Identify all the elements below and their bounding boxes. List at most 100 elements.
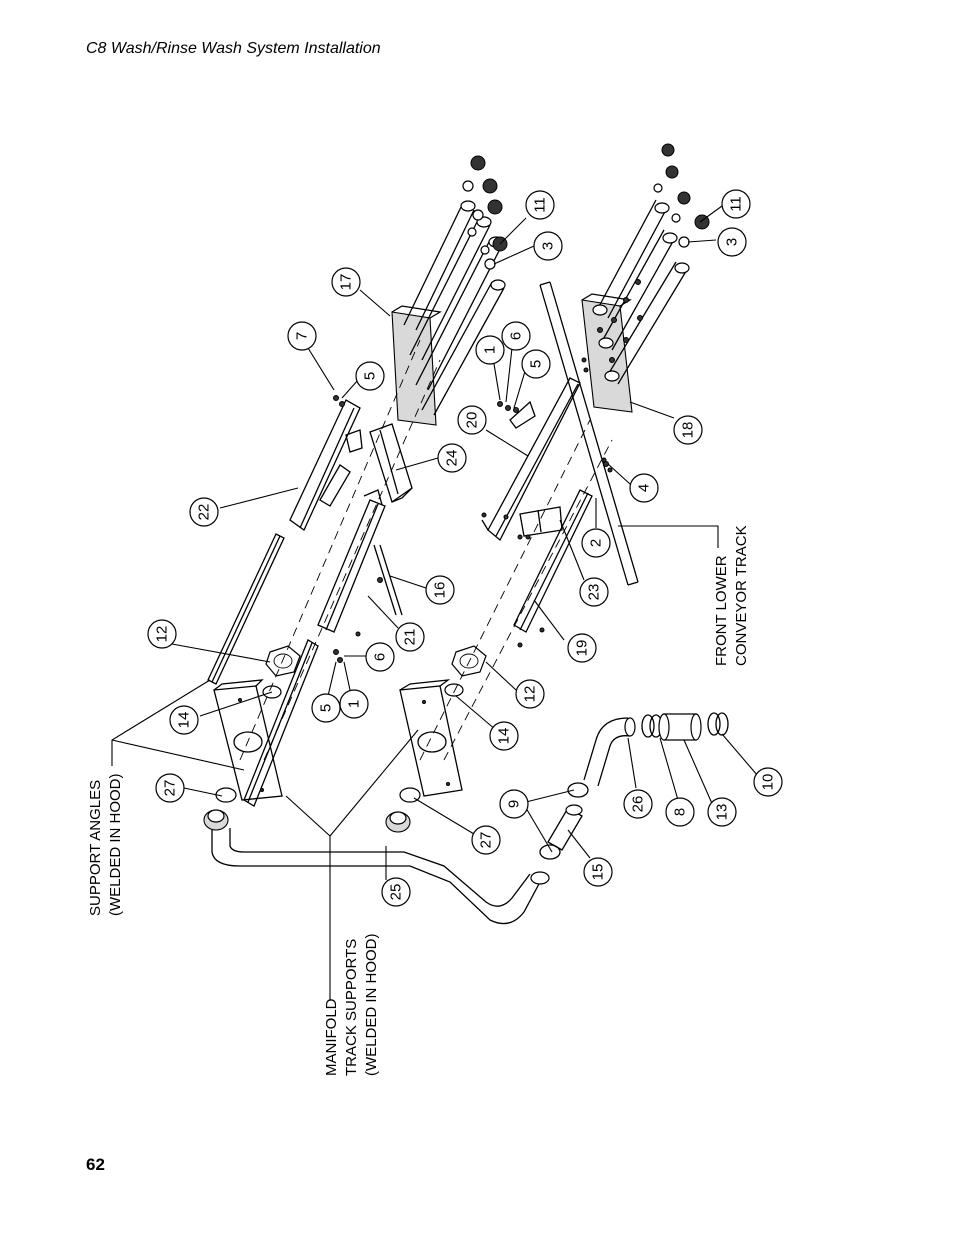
svg-text:FRONT LOWER: FRONT LOWER — [713, 555, 730, 666]
fasteners — [333, 395, 609, 663]
svg-text:14: 14 — [496, 728, 513, 745]
svg-text:13: 13 — [714, 804, 731, 821]
manifold-pipe-25 — [203, 809, 550, 925]
bracket-20 — [481, 377, 581, 542]
svg-text:(WELDED IN HOOD): (WELDED IN HOOD) — [107, 773, 124, 916]
svg-text:5: 5 — [528, 360, 545, 368]
svg-text:23: 23 — [586, 584, 603, 601]
callout-22: 22 — [189, 497, 219, 527]
svg-text:CONVEYOR TRACK: CONVEYOR TRACK — [733, 525, 750, 666]
svg-text:12: 12 — [154, 626, 171, 643]
bracket-22 — [289, 399, 363, 531]
svg-text:3: 3 — [540, 242, 557, 250]
svg-text:16: 16 — [432, 582, 449, 599]
callout-5-mid: 5 — [521, 349, 551, 379]
svg-text:1: 1 — [346, 700, 363, 708]
support-angles-label: SUPPORT ANGLES (WELDED IN HOOD) — [87, 773, 124, 916]
svg-text:18: 18 — [680, 422, 697, 439]
svg-text:5: 5 — [318, 704, 335, 712]
callout-11-upper: 11 — [525, 190, 555, 220]
rinse-nozzles — [597, 143, 710, 363]
clamp-9-lower — [539, 844, 561, 860]
callout-13: 13 — [707, 797, 737, 827]
callout-2: 2 — [581, 528, 611, 558]
callout-11-right: 11 — [721, 189, 751, 219]
callout-16: 16 — [425, 575, 455, 605]
svg-text:15: 15 — [590, 864, 607, 881]
callout-1-lower: 1 — [339, 689, 369, 719]
callout-5-upper: 5 — [355, 361, 385, 391]
callout-23: 23 — [579, 577, 609, 607]
svg-text:11: 11 — [532, 197, 549, 213]
callout-25: 25 — [381, 877, 411, 907]
page-number: 62 — [86, 1155, 105, 1174]
leader-lines — [111, 205, 759, 1000]
callout-5-lower: 5 — [311, 693, 341, 723]
gasket-14-right — [444, 683, 464, 697]
callout-17: 17 — [331, 267, 361, 297]
svg-text:9: 9 — [506, 800, 523, 808]
alignment-lines — [239, 339, 613, 761]
callout-27-right: 27 — [471, 825, 501, 855]
wash-arm-assembly-upper — [391, 155, 508, 426]
elbow-26 — [583, 717, 636, 787]
svg-text:25: 25 — [388, 884, 405, 901]
svg-text:11: 11 — [728, 196, 745, 212]
track-support-panel-right — [399, 679, 463, 797]
page-header: C8 Wash/Rinse Wash System Installation — [86, 40, 381, 57]
clamp-10 — [707, 712, 729, 736]
callout-3-right: 3 — [717, 227, 747, 257]
svg-text:27: 27 — [478, 832, 495, 849]
svg-text:6: 6 — [508, 332, 525, 340]
callout-12-right: 12 — [515, 679, 545, 709]
clamp-9-upper — [567, 782, 589, 798]
svg-text:1: 1 — [482, 346, 499, 354]
callout-14-left: 14 — [169, 705, 199, 735]
svg-text:TRACK SUPPORTS: TRACK SUPPORTS — [343, 939, 360, 1076]
front-lower-conveyor-track-label: FRONT LOWER CONVEYOR TRACK — [713, 525, 750, 666]
callout-18: 18 — [673, 415, 703, 445]
svg-text:3: 3 — [724, 238, 741, 246]
support-angle-mid — [243, 639, 319, 807]
callout-6-upper: 6 — [501, 321, 531, 351]
svg-text:7: 7 — [294, 332, 311, 340]
front-lower-conveyor-track — [539, 281, 639, 586]
callout-8: 8 — [665, 797, 695, 827]
callout-27-left: 27 — [155, 773, 185, 803]
svg-text:27: 27 — [162, 780, 179, 797]
bracket-23 — [519, 506, 563, 537]
manifold-track-supports-label: MANIFOLD TRACK SUPPORTS (WELDED IN HOOD) — [323, 933, 380, 1076]
svg-text:4: 4 — [636, 484, 653, 492]
callout-6-lower: 6 — [365, 642, 395, 672]
rinse-arm-assembly-right — [581, 143, 710, 413]
svg-text:22: 22 — [196, 504, 213, 521]
callout-19: 19 — [567, 633, 597, 663]
hose-15 — [547, 804, 583, 851]
svg-text:10: 10 — [760, 774, 777, 791]
svg-text:19: 19 — [574, 640, 591, 657]
callout-9: 9 — [499, 789, 529, 819]
callout-10: 10 — [753, 767, 783, 797]
callout-1-upper: 1 — [475, 335, 505, 365]
coupling-13 — [658, 713, 702, 741]
svg-text:12: 12 — [522, 686, 539, 703]
svg-text:2: 2 — [588, 539, 605, 547]
svg-text:5: 5 — [362, 372, 379, 380]
track-support-panel-left — [213, 679, 283, 801]
svg-text:17: 17 — [338, 274, 355, 291]
hex-nut-12-left — [265, 645, 301, 677]
callout-3-upper: 3 — [533, 231, 563, 261]
svg-text:24: 24 — [444, 450, 461, 467]
callout-12-left: 12 — [147, 619, 177, 649]
bracket-19 — [513, 489, 593, 633]
callout-24: 24 — [437, 443, 467, 473]
nozzle-caps-upper — [462, 155, 508, 270]
svg-text:MANIFOLD: MANIFOLD — [323, 998, 340, 1076]
svg-text:26: 26 — [630, 796, 647, 813]
callout-4: 4 — [629, 473, 659, 503]
callout-14-right: 14 — [489, 721, 519, 751]
svg-text:14: 14 — [176, 712, 193, 729]
svg-text:SUPPORT ANGLES: SUPPORT ANGLES — [87, 780, 104, 916]
svg-text:6: 6 — [372, 653, 389, 661]
support-angle-left — [207, 533, 285, 685]
